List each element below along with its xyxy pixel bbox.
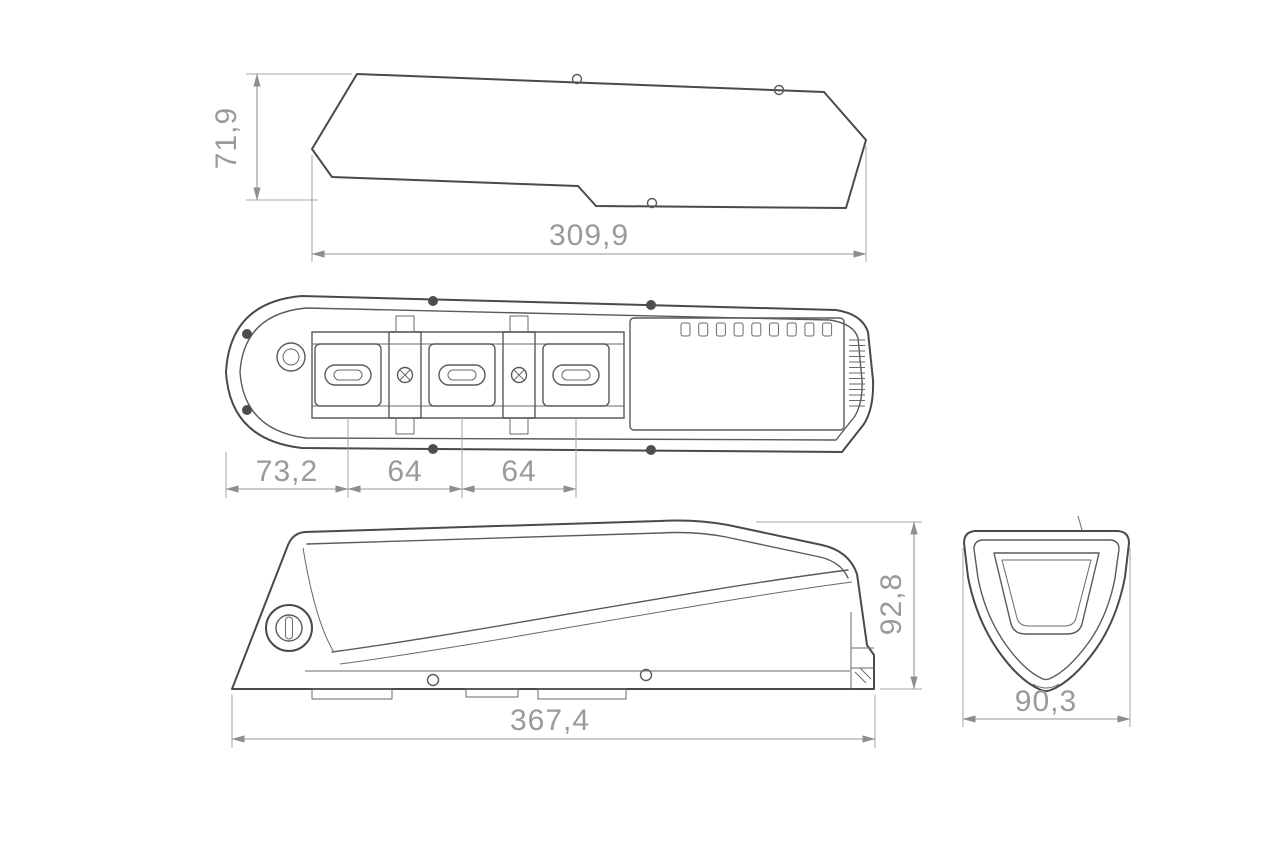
plate-lock-hole-outer [276, 342, 306, 372]
side-outline [231, 519, 875, 690]
rail-slot-2-inner [447, 369, 477, 381]
mount-rail [311, 315, 625, 435]
side-foot-2 [465, 688, 519, 698]
plate-screw-dot-4 [646, 445, 656, 455]
end-outline [963, 530, 1130, 692]
rail-slot-1 [324, 364, 372, 386]
end-inner-outline [973, 539, 1120, 681]
rail-plate-1 [314, 343, 382, 407]
rail-screw-2 [510, 366, 528, 384]
plate-view [225, 295, 875, 455]
rail-slot-2 [438, 364, 486, 386]
dim-top-height-label: 71,9 [210, 107, 243, 169]
rail-screw-1 [396, 366, 414, 384]
top-view-screw-3 [646, 197, 658, 209]
plate-outer-outline [225, 295, 875, 453]
rail-tab-1 [395, 315, 415, 333]
top-view [311, 73, 867, 209]
dim-end-width: 90,3 [962, 548, 1131, 727]
rail-slot-1-inner [333, 369, 363, 381]
rail-slot-3 [552, 364, 600, 386]
plate-screw-dot-1 [428, 296, 438, 306]
plate-inner-outline [239, 307, 863, 441]
dim-pitch-b-label: 64 [501, 455, 536, 488]
side-top-seam [306, 531, 849, 579]
top-view-screw-2 [773, 84, 785, 96]
dim-side-height: 92,8 [756, 521, 922, 690]
mount-hook [850, 612, 874, 689]
side-foot-3 [537, 688, 627, 700]
top-view-outline [311, 73, 867, 209]
dim-top-height: 71,9 [210, 73, 352, 201]
dim-plate-pitches: 73,2 64 64 [225, 418, 577, 498]
dim-side-height-label: 92,8 [875, 573, 908, 635]
rail-plate-3 [542, 343, 610, 407]
connector-fins [849, 339, 865, 407]
side-foot-1 [311, 688, 393, 700]
rail-tab-2 [509, 315, 529, 333]
indicator-windows [680, 322, 833, 337]
end-top-tab [1077, 515, 1083, 531]
side-view [231, 519, 875, 700]
side-seam-1 [331, 569, 849, 653]
side-lock-housing-line [302, 547, 335, 653]
dimensions: 71,9 309,9 73,2 64 64 367,4 [210, 73, 1131, 748]
dim-plate-left-label: 73,2 [256, 455, 318, 488]
dim-top-length: 309,9 [311, 146, 867, 262]
dim-side-length-label: 367,4 [510, 704, 590, 737]
end-window-inner [1001, 559, 1092, 627]
rail-slot-3-inner [561, 369, 591, 381]
side-boss-2 [639, 668, 653, 682]
plate-screw-dot-6 [242, 405, 252, 415]
plate-right-compartment [629, 317, 865, 431]
end-view [963, 515, 1130, 692]
side-seam-2 [339, 581, 853, 665]
plate-screw-dot-5 [242, 329, 252, 339]
plate-screw-dot-2 [646, 300, 656, 310]
plate-lock-hole-inner [282, 348, 300, 366]
plate-screw-dot-3 [428, 444, 438, 454]
lock-cylinder [265, 604, 313, 652]
dim-end-width-label: 90,3 [1015, 685, 1077, 718]
rail-plate-2 [428, 343, 496, 407]
end-bottom-detail [1032, 683, 1060, 689]
dim-pitch-a-label: 64 [387, 455, 422, 488]
side-boss-1 [426, 673, 440, 687]
end-window-outer [993, 552, 1100, 635]
top-view-screw-1 [571, 73, 583, 85]
rail-tab-3 [395, 417, 415, 435]
dim-top-length-label: 309,9 [549, 219, 629, 252]
dim-side-length: 367,4 [231, 695, 876, 748]
rail-tab-4 [509, 417, 529, 435]
